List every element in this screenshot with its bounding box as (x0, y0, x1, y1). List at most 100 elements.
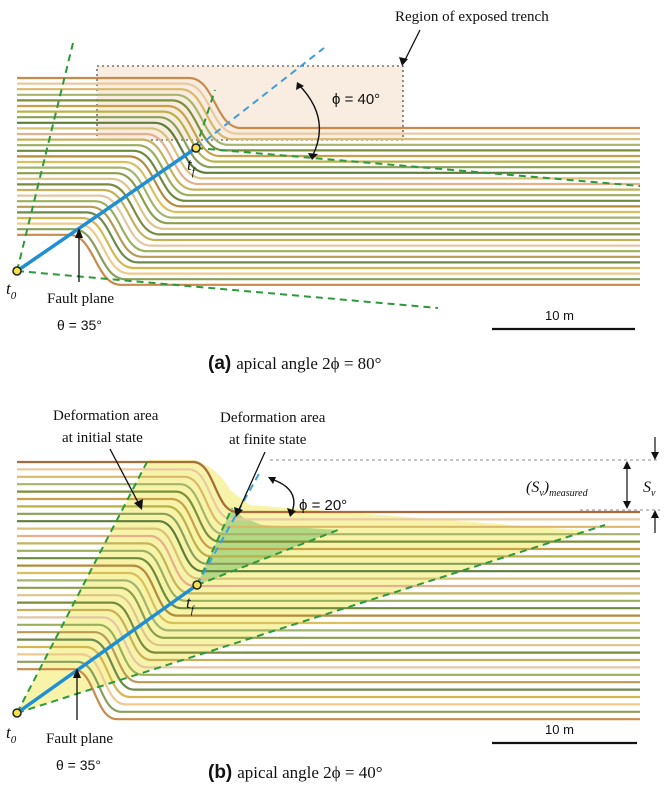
strata-layer (17, 571, 640, 625)
strata-layer (17, 228, 640, 281)
strata-layer (17, 505, 640, 558)
strata-layer (17, 579, 640, 632)
strata-layer (17, 216, 640, 270)
scale-label-b: 10 m (545, 722, 574, 737)
fault-label-a: Fault plane (47, 291, 114, 307)
theta-label-b: θ = 35° (56, 757, 101, 773)
strata-layer (17, 549, 640, 602)
strata-layer (17, 188, 640, 242)
phi-arc-a (297, 83, 321, 158)
strata-layer (17, 564, 640, 617)
phi-label-a: ϕ = 40° (332, 91, 380, 108)
sv-label: Sv (643, 479, 656, 499)
sv-measured-label: (Sv)measured (526, 479, 589, 499)
guide-line-right-b (196, 529, 339, 586)
deform-finite-label-line2: at finite state (229, 432, 307, 448)
strata-layer (17, 512, 640, 565)
phi-arrow-bottom-b (287, 508, 296, 517)
sv-arrow-top-head (651, 452, 659, 460)
strata-layer (17, 601, 640, 654)
strata-layer (17, 586, 640, 639)
phi-arrow-bottom-a (308, 153, 318, 160)
deform-initial-label-line1: Deformation area (53, 408, 159, 424)
point-tf-b (192, 580, 202, 590)
fault-label-b: Fault plane (46, 731, 113, 747)
fault-plane-b (15, 583, 199, 715)
strata-layer (17, 127, 640, 180)
trench-arrowhead (399, 57, 408, 66)
fault-arrowhead-b (73, 668, 81, 678)
strata-layer (17, 653, 640, 706)
deform-finite-label-line1: Deformation area (220, 410, 326, 426)
strata-layer (17, 93, 640, 146)
strata-layer (17, 200, 640, 253)
phi-label-b: ϕ = 20° (299, 497, 347, 514)
strata-layer (17, 631, 640, 684)
sv-arrow-bottom-head (651, 510, 659, 518)
strata-layer (17, 222, 640, 275)
point-t0-a (12, 266, 22, 276)
strata-layer (17, 475, 640, 528)
strata-layer (17, 638, 640, 691)
strata-layer (17, 534, 640, 588)
caption-a: (a)apical angle 2ϕ = 80° (208, 353, 381, 374)
strata-layer (17, 116, 640, 169)
strata-layer (17, 211, 640, 264)
sv-measured-arrow-top (623, 461, 631, 469)
guide-line-left-a (16, 42, 74, 272)
deform-initial-arrowhead (134, 499, 143, 510)
strata-layer (17, 205, 640, 258)
trench-label: Region of exposed trench (395, 9, 549, 25)
strata-layer (17, 623, 640, 676)
strata-layer (17, 144, 640, 197)
strata-layer (17, 121, 640, 174)
deform-initial-arrow (109, 448, 141, 507)
strata-layer (17, 177, 640, 230)
strata-layer (17, 483, 640, 536)
strata-layer (17, 645, 640, 699)
strata-layer (17, 155, 640, 208)
strata-layer (17, 132, 640, 186)
guide-line-bottom-a (16, 270, 439, 309)
deform-finite-arrow (237, 451, 266, 513)
caption-b: (b)apical angle 2ϕ = 40° (208, 762, 383, 783)
deform-finite-arrowhead (234, 507, 243, 517)
fault-extension-b (196, 471, 261, 586)
strata-layer (17, 520, 640, 573)
phi-arrow-top-b (268, 477, 276, 484)
layers-a (17, 76, 640, 286)
strata-layer (17, 468, 640, 521)
strata-layer (17, 527, 640, 580)
strata-layer (17, 616, 640, 669)
strata-layer (17, 183, 640, 236)
t0-label-a: t0 (6, 279, 17, 302)
scale-label-a: 10 m (545, 308, 574, 323)
strata-layer (17, 88, 640, 141)
point-t0-b (12, 708, 22, 718)
fault-plane-a (16, 146, 197, 273)
strata-layer (17, 138, 640, 191)
strata-layer (17, 76, 640, 130)
theta-label-a: θ = 35° (57, 317, 102, 333)
strata-layer (17, 160, 640, 214)
guide-line-bottom-b (16, 524, 606, 714)
phi-arc-b (273, 479, 295, 513)
panel-a: ϕ = 40° Region of exposed trench tf t0 F… (6, 9, 641, 374)
strata-layer (17, 82, 640, 135)
strata-layer (17, 194, 640, 247)
strata-layer (17, 557, 640, 610)
fault-extension-a (195, 47, 325, 149)
phi-arrow-top-a (296, 82, 304, 90)
panel-b: ϕ = 20° Deformation area at initial stat… (6, 408, 660, 783)
strata-layer (17, 110, 640, 163)
strata-layer (17, 104, 640, 158)
trench-arrow (403, 29, 421, 63)
strata-layer (17, 149, 640, 202)
guide-line-upper-b (196, 507, 233, 586)
strata-layer (17, 166, 640, 219)
sv-measured-arrow-bottom (623, 501, 631, 509)
point-tf-a (191, 143, 201, 153)
guide-line-upper-a (195, 89, 216, 149)
strata-layer (17, 172, 640, 225)
